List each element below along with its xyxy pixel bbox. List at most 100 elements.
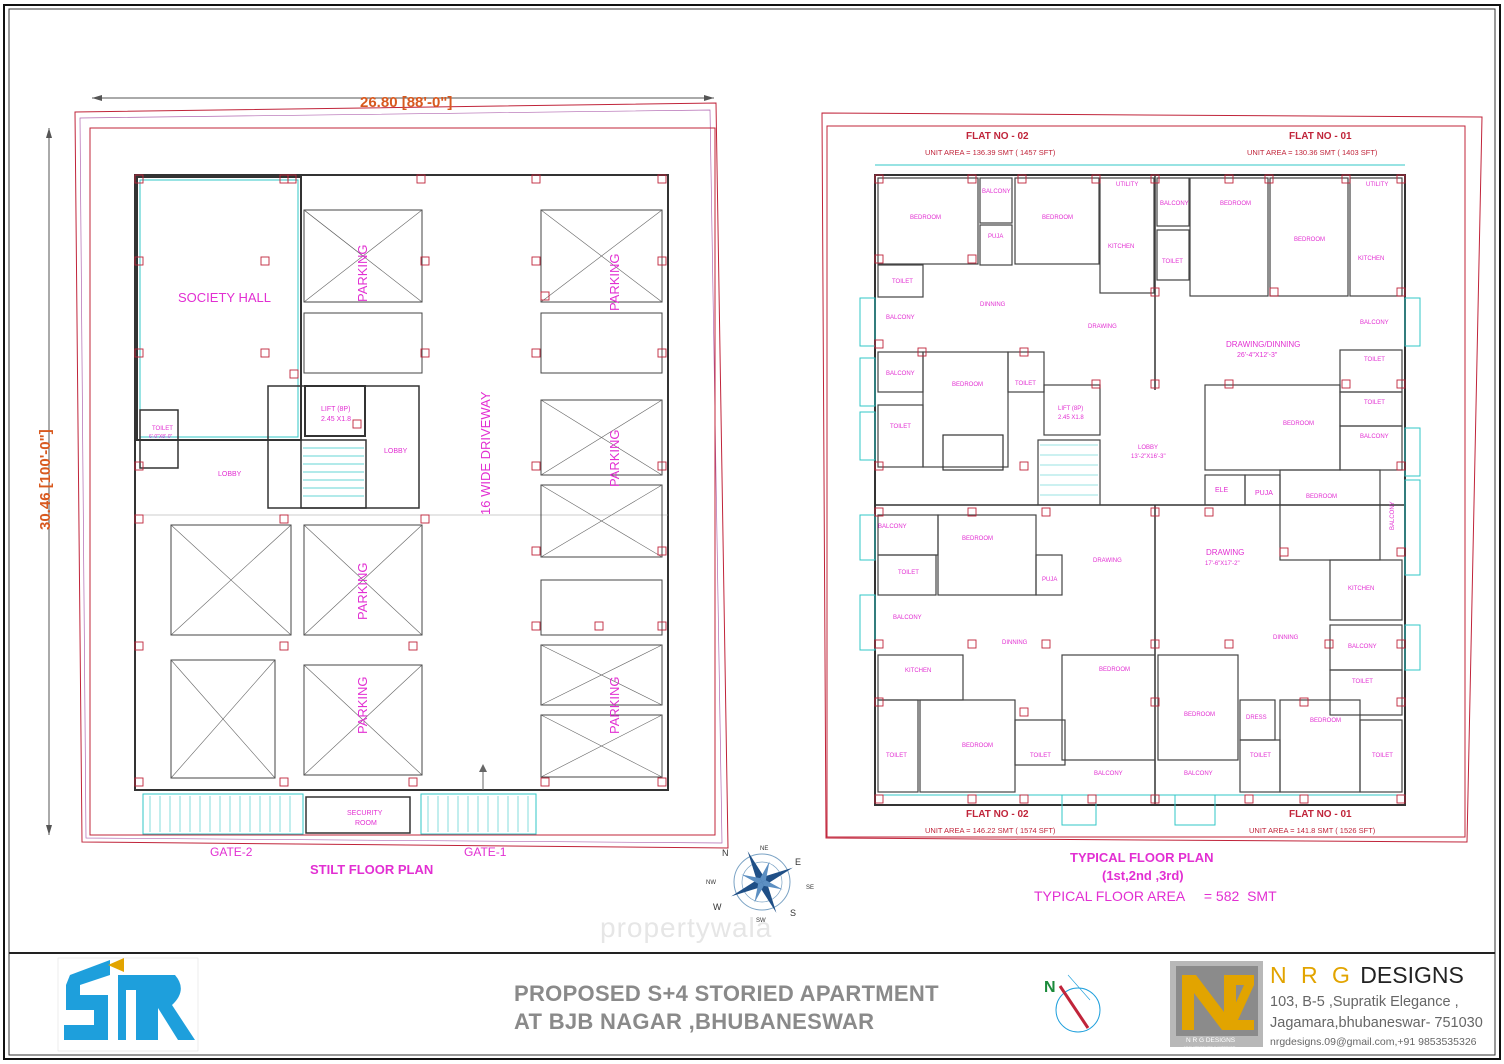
security-room-label-2: ROOM — [355, 820, 377, 827]
sheet-inner-border — [8, 8, 1496, 1056]
svg-text:N: N — [1044, 979, 1056, 996]
nrg-logo-caption: N R G DESIGNS — [1186, 1037, 1236, 1044]
stilt-toilet-size: 6'-0"X8'-0" — [149, 434, 172, 440]
typ-lobby: LOBBY — [1138, 445, 1158, 451]
typical-site-boundary — [821, 112, 1483, 843]
firm-name-prefix: N R G — [1270, 962, 1354, 988]
building-outline — [134, 174, 669, 791]
nrg-logo: N R G DESIGNS ARCHITECTURE & INTERIOR — [1170, 961, 1263, 1050]
height-dimension: 30.46 [100'-0"] — [37, 429, 54, 530]
parking-label-6: PARKING — [607, 676, 622, 734]
parking-label-3: PARKING — [607, 429, 622, 487]
typ-lift: LIFT (8P) — [1058, 406, 1083, 412]
tl-toilet: TOILET — [892, 279, 913, 285]
typ-ele: ELE — [1215, 487, 1229, 494]
br-toilet-3: TOILET — [1372, 753, 1393, 759]
typical-floor-area: TYPICAL FLOOR AREA = 582 SMT — [1034, 888, 1277, 904]
tr-utility: UTILITY — [1366, 182, 1388, 188]
tr-drawing-dinning-size: 26'-4"X12'-3" — [1237, 352, 1278, 359]
client-logo — [57, 957, 199, 1052]
compass-sw: SW — [756, 918, 766, 924]
north-arrow-icon: N — [1044, 974, 1101, 1033]
br-drawing: DRAWING — [1206, 548, 1244, 557]
flat-bl-label: FLAT NO - 02 — [966, 809, 1029, 820]
tl-bedroom-1: BEDROOM — [910, 215, 941, 221]
br-toilet-1: TOILET — [1352, 679, 1373, 685]
stilt-toilet — [139, 409, 179, 469]
typical-building-outline — [874, 174, 1406, 806]
setback-line — [89, 127, 716, 836]
bl-dinning: DINNING — [1002, 640, 1028, 646]
site-boundary — [74, 102, 729, 849]
stilt-lift-size: 2.45 X1.8 — [321, 416, 351, 423]
sheet-outer-border — [3, 4, 1501, 1060]
gate-1-area — [420, 793, 537, 835]
watermark-text: propertywala — [600, 912, 773, 943]
tl-dinning: DINNING — [980, 302, 1006, 308]
stilt-stair — [300, 439, 367, 509]
typical-columns — [874, 174, 1406, 804]
tl-utility: UTILITY — [1116, 182, 1138, 188]
nrg-logo-caption-2: ARCHITECTURE & INTERIOR — [1183, 1046, 1236, 1050]
tr-bedroom-3: BEDROOM — [1283, 421, 1314, 427]
tr-toilet-3: TOILET — [1364, 400, 1385, 406]
bl-bedroom-2: BEDROOM — [1099, 667, 1130, 673]
parking-label-2: PARKING — [607, 253, 622, 311]
security-room-label: SECURITY — [347, 810, 383, 817]
stilt-plan-title: STILT FLOOR PLAN — [310, 862, 433, 877]
bl-toilet-2: TOILET — [886, 753, 907, 759]
typical-plan-floors: (1st,2nd ,3rd) — [1102, 868, 1184, 883]
project-title-line-1: PROPOSED S+4 STORIED APARTMENT — [514, 981, 939, 1006]
stilt-columns — [134, 174, 667, 787]
bl-toilet-3: TOILET — [1030, 753, 1051, 759]
br-puja: PUJA — [1255, 490, 1273, 497]
br-balcony-1: BALCONY — [1390, 501, 1396, 530]
stilt-lift-label: LIFT (8P) — [321, 406, 350, 413]
tr-balcony-3: BALCONY — [1360, 434, 1389, 440]
society-hall-label: SOCIETY HALL — [178, 290, 271, 305]
society-hall-room — [139, 179, 299, 438]
tr-kitchen: KITCHEN — [1358, 256, 1384, 262]
br-balcony-2: BALCONY — [1348, 644, 1377, 650]
typical-plan-title: TYPICAL FLOOR PLAN — [1070, 850, 1213, 865]
stilt-toilet-label: TOILET — [152, 426, 173, 432]
bl-kitchen: KITCHEN — [905, 668, 931, 674]
flat-tr-area: UNIT AREA = 130.36 SMT ( 1403 SFT) — [1247, 148, 1378, 157]
tl-bedroom-2: BEDROOM — [1042, 215, 1073, 221]
tl-balcony-1: BALCONY — [982, 189, 1011, 195]
firm-name-suffix: DESIGNS — [1353, 962, 1464, 988]
security-room — [305, 796, 411, 834]
firm-name: N R G DESIGNS — [1270, 962, 1464, 989]
tr-balcony-1: BALCONY — [1160, 201, 1189, 207]
flat-br-label: FLAT NO - 01 — [1289, 809, 1352, 820]
tr-bedroom-2: BEDROOM — [1294, 237, 1325, 243]
tr-toilet-2: TOILET — [1364, 357, 1385, 363]
typ-lift-size: 2.45 X1.8 — [1058, 415, 1084, 421]
compass-se: SE — [806, 885, 814, 891]
stilt-lobby-label: LOBBY — [218, 471, 242, 478]
gate-2-area — [142, 793, 304, 835]
bl-balcony-1: BALCONY — [878, 524, 907, 530]
compass-e: E — [795, 857, 801, 867]
compass-ne: NE — [760, 846, 768, 852]
firm-contact: nrgdesigns.09@gmail.com,+91 9853535326 — [1270, 1036, 1477, 1048]
compass-rose-icon: N NE E SE S SW W NW — [706, 846, 814, 924]
tl-puja: PUJA — [988, 234, 1003, 240]
bl-drawing: DRAWING — [1093, 558, 1122, 564]
br-bedroom-3: BEDROOM — [1184, 712, 1215, 718]
br-drawing-size: 17'-6"X17'-2" — [1205, 561, 1240, 567]
tr-balcony-2: BALCONY — [1360, 320, 1389, 326]
parking-label-5: PARKING — [355, 676, 370, 734]
typ-lobby-size: 13'-2"X16'-3" — [1131, 454, 1166, 460]
site-boundary-inner — [79, 109, 723, 844]
firm-address-line-2: Jagamara,bhubaneswar- 751030 — [1270, 1015, 1483, 1031]
tr-drawing-dinning: DRAWING/DINNING — [1226, 340, 1300, 349]
tl-bedroom-3: BEDROOM — [952, 382, 983, 388]
typical-floor-plan: BEDROOM BALCONY PUJA BEDROOM KITCHEN UTI… — [821, 112, 1483, 904]
compass-w: W — [713, 902, 722, 912]
tl-balcony-2: BALCONY — [886, 315, 915, 321]
tl-kitchen: KITCHEN — [1108, 244, 1134, 250]
flat-bl-area: UNIT AREA = 146.22 SMT ( 1574 SFT) — [925, 826, 1056, 835]
br-dress: DRESS — [1246, 715, 1267, 721]
